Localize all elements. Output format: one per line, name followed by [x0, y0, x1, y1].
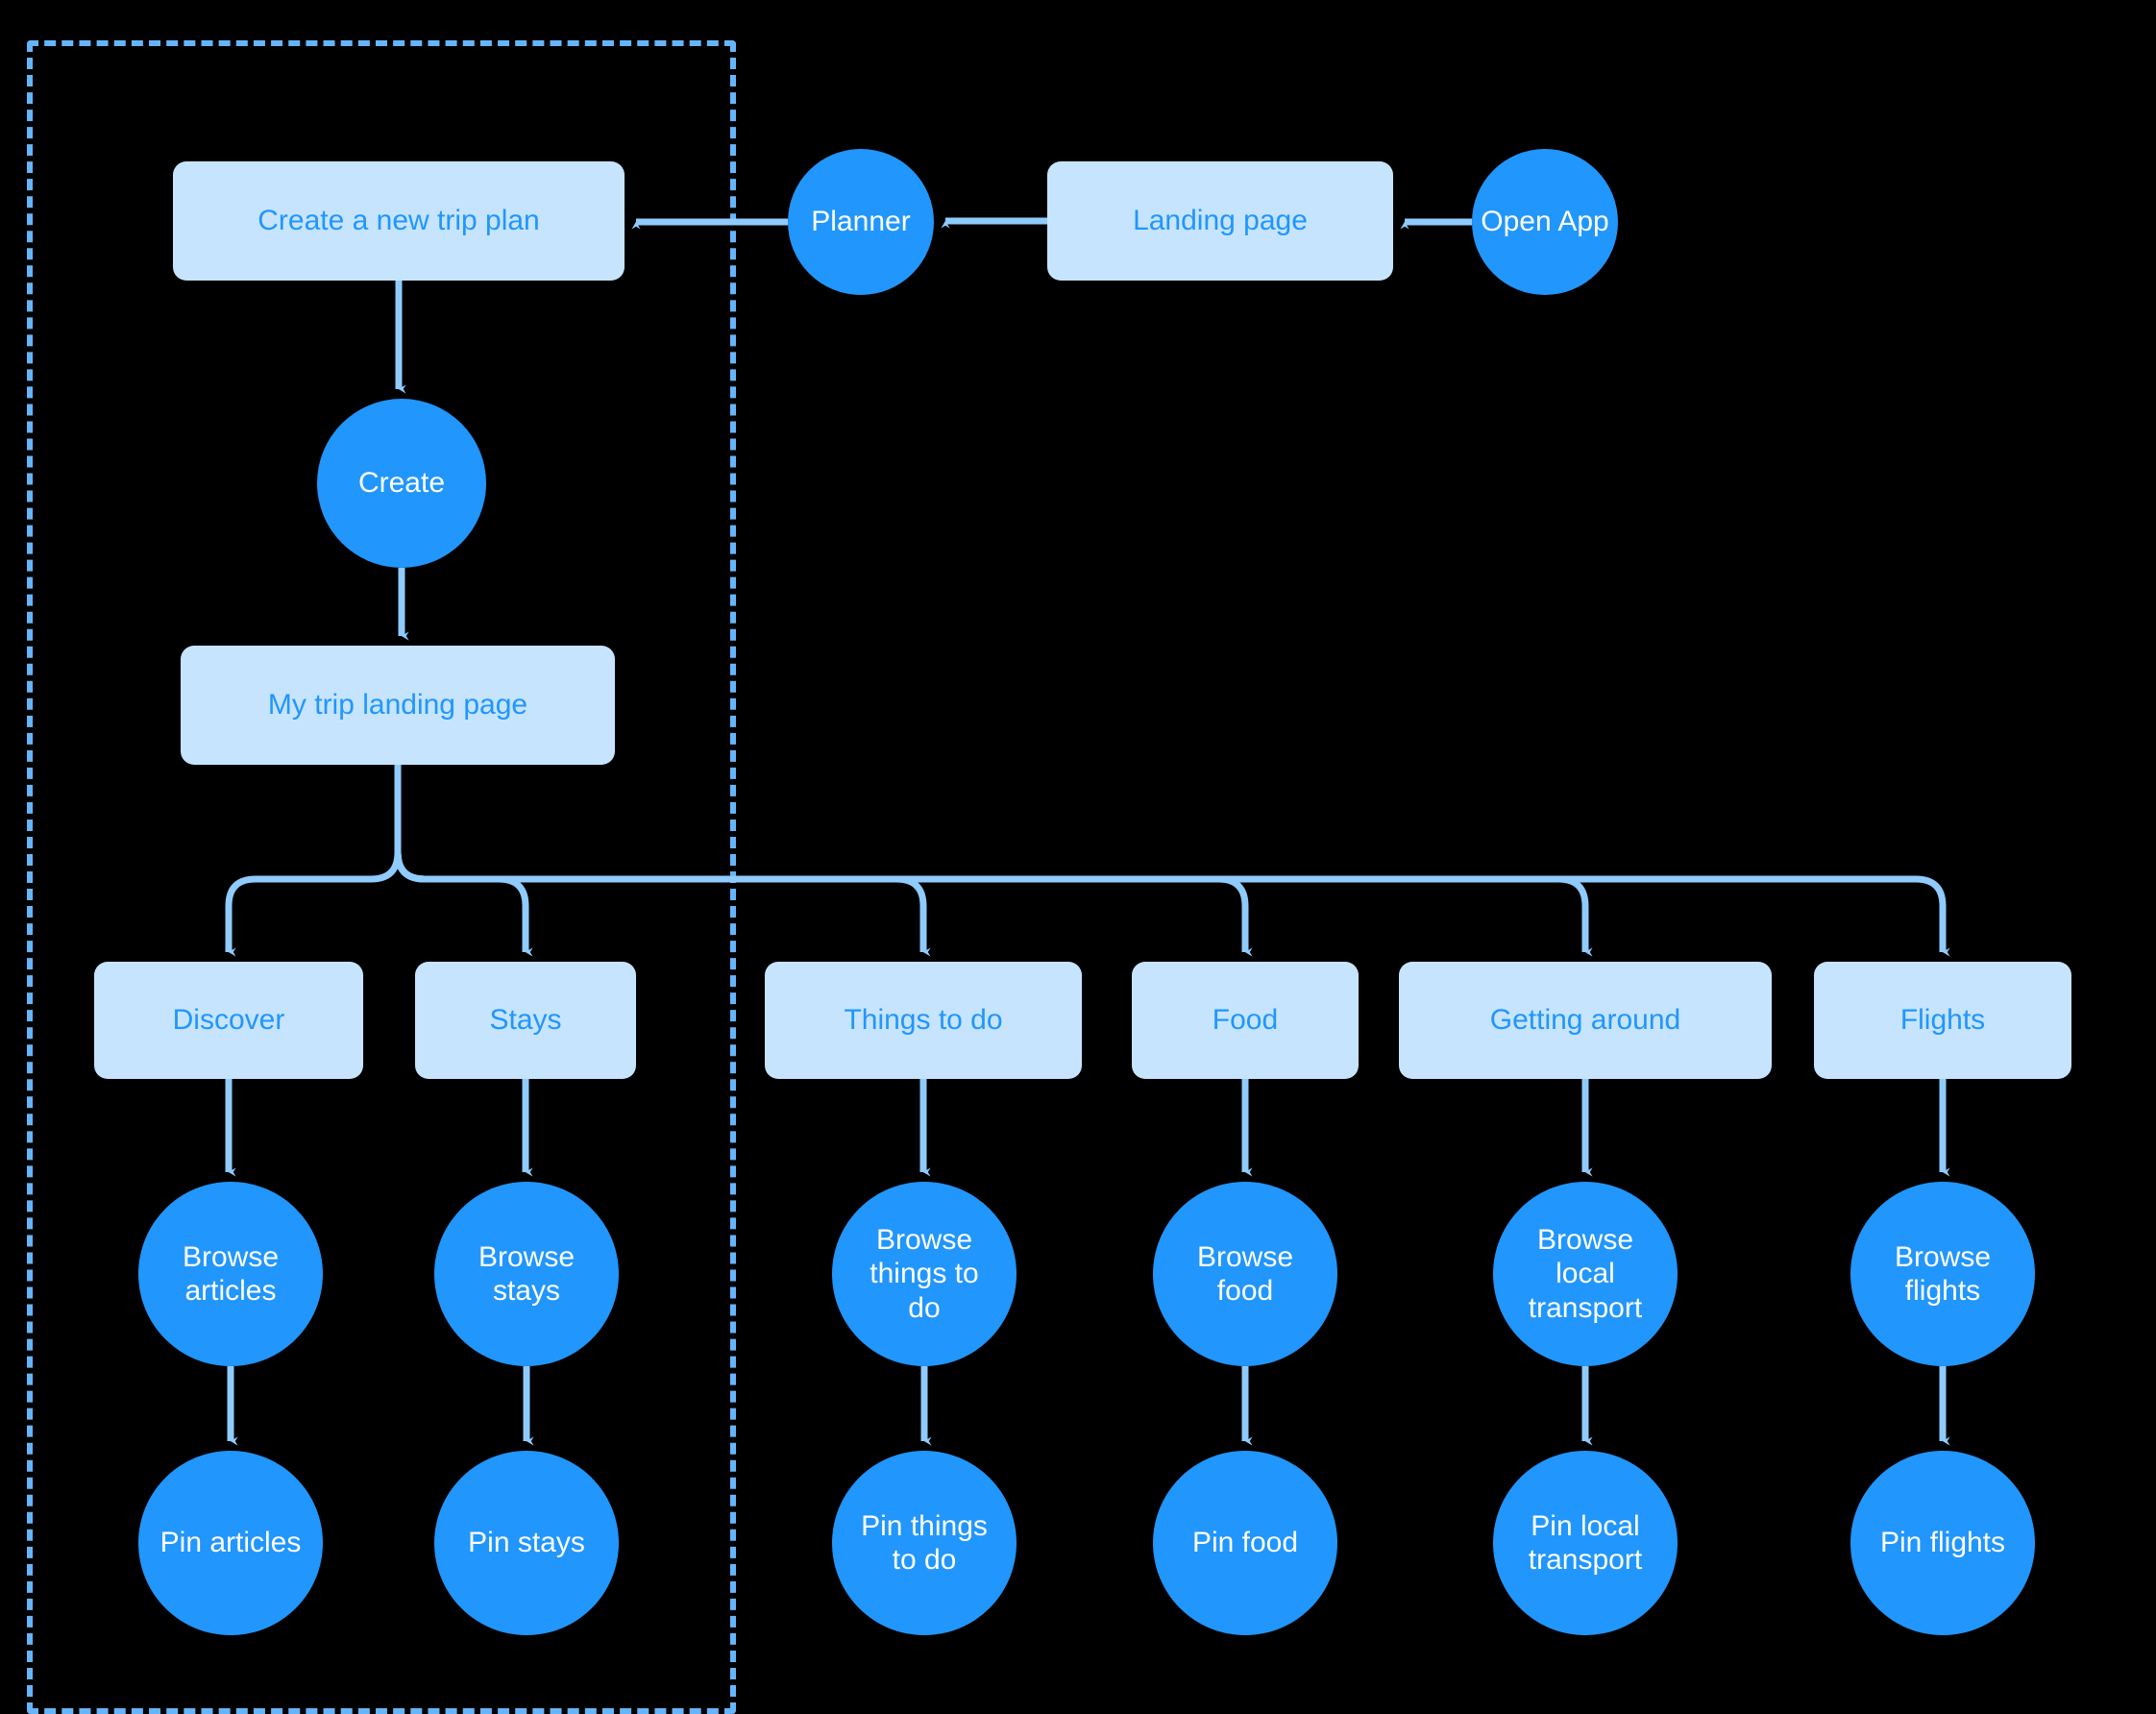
node-create[interactable]: Create — [317, 399, 486, 568]
node-create-new-trip-plan[interactable]: Create a new trip plan — [173, 161, 625, 281]
node-browse-articles[interactable]: Browse articles — [138, 1182, 323, 1366]
node-label-pin-articles: Pin articles — [159, 1527, 302, 1559]
node-label-browse-things-to-do: Browse things to do — [870, 1223, 979, 1324]
node-pin-local-transport[interactable]: Pin local transport — [1493, 1451, 1678, 1635]
node-label-discover: Discover — [172, 1004, 285, 1037]
node-food[interactable]: Food — [1132, 962, 1359, 1079]
node-open-app[interactable]: Open App — [1472, 149, 1618, 295]
node-pin-stays[interactable]: Pin stays — [434, 1451, 619, 1635]
node-label-browse-flights: Browse flights — [1894, 1240, 1992, 1307]
dashed-scope-region — [27, 40, 736, 1714]
node-my-trip-landing-page[interactable]: My trip landing page — [181, 646, 615, 765]
node-label-getting-around: Getting around — [1489, 1004, 1681, 1037]
node-pin-things-to-do[interactable]: Pin things to do — [832, 1451, 1017, 1635]
node-discover[interactable]: Discover — [94, 962, 363, 1079]
node-label-pin-local-transport: Pin local transport — [1528, 1509, 1643, 1576]
node-landing-page[interactable]: Landing page — [1047, 161, 1393, 281]
node-browse-food[interactable]: Browse food — [1153, 1182, 1337, 1366]
node-label-browse-stays: Browse stays — [478, 1240, 576, 1307]
node-browse-things-to-do[interactable]: Browse things to do — [832, 1182, 1017, 1366]
node-label-pin-stays: Pin stays — [468, 1527, 585, 1559]
node-label-create-new-trip-plan: Create a new trip plan — [257, 205, 540, 237]
node-label-pin-food: Pin food — [1191, 1527, 1299, 1559]
node-label-create: Create — [357, 467, 446, 500]
node-label-landing-page: Landing page — [1133, 205, 1308, 237]
node-things-to-do[interactable]: Things to do — [765, 962, 1082, 1079]
node-label-food: Food — [1212, 1004, 1279, 1037]
node-pin-food[interactable]: Pin food — [1153, 1451, 1337, 1635]
node-stays[interactable]: Stays — [415, 962, 636, 1079]
node-label-browse-food: Browse food — [1196, 1240, 1294, 1307]
node-planner[interactable]: Planner — [788, 149, 934, 295]
node-browse-stays[interactable]: Browse stays — [434, 1182, 619, 1366]
node-pin-articles[interactable]: Pin articles — [138, 1451, 323, 1635]
node-label-open-app: Open App — [1481, 206, 1609, 238]
node-label-flights: Flights — [1899, 1004, 1986, 1037]
node-label-my-trip-landing-page: My trip landing page — [267, 689, 528, 722]
node-label-things-to-do: Things to do — [844, 1004, 1003, 1037]
node-flights[interactable]: Flights — [1814, 962, 2071, 1079]
node-label-browse-articles: Browse articles — [182, 1240, 280, 1307]
node-label-pin-things-to-do: Pin things to do — [861, 1509, 988, 1576]
node-label-planner: Planner — [811, 206, 911, 238]
node-label-browse-local-transport: Browse local transport — [1528, 1223, 1643, 1324]
node-browse-local-transport[interactable]: Browse local transport — [1493, 1182, 1678, 1366]
node-getting-around[interactable]: Getting around — [1399, 962, 1772, 1079]
node-browse-flights[interactable]: Browse flights — [1850, 1182, 2035, 1366]
node-pin-flights[interactable]: Pin flights — [1850, 1451, 2035, 1635]
node-label-pin-flights: Pin flights — [1879, 1527, 2006, 1559]
node-label-stays: Stays — [489, 1004, 562, 1037]
